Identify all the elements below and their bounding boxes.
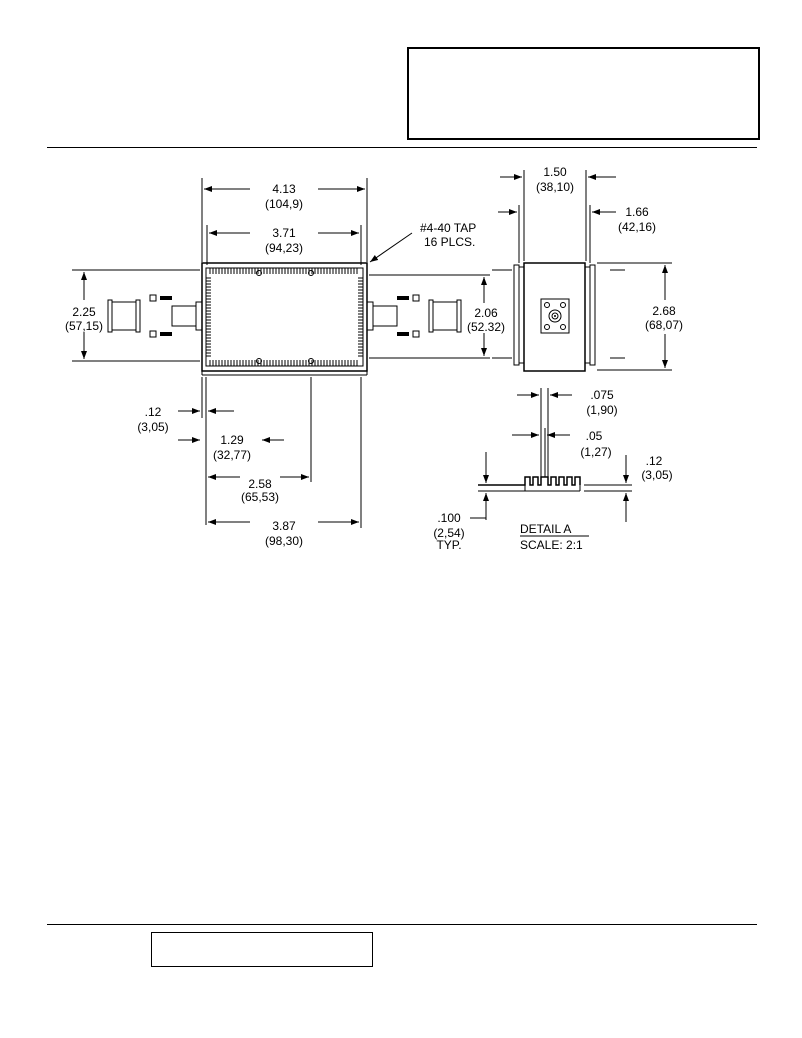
screw-hole <box>308 358 314 364</box>
dim-inner-width-in: 3.71 <box>272 226 296 240</box>
screw-hole <box>308 270 314 276</box>
fins-bottom <box>209 360 358 366</box>
front-dimensions: 4.13 (104,9) 3.71 (94,23) #4-40 TAP 16 P… <box>65 178 505 548</box>
callout-tap: #4-40 TAP <box>420 221 476 235</box>
dim-side-height-in: 2.68 <box>652 304 676 318</box>
dim-side-height-mm: (68,07) <box>645 318 683 332</box>
dim-half-span-in: 2.58 <box>248 477 272 491</box>
dim-fin-base-mm: (2,54) <box>433 526 464 540</box>
fins-right <box>358 277 363 357</box>
detail-title: DETAIL A <box>520 522 571 536</box>
dim-fin-base-in: .100 <box>437 511 461 525</box>
bottom-rule <box>47 924 757 925</box>
dim-height-right-mm: (52.32) <box>467 320 505 334</box>
dim-bottom-width-mm: (98,30) <box>265 534 303 548</box>
housing-inner <box>205 267 364 367</box>
top-rule <box>47 147 757 148</box>
connector-flange <box>540 298 570 334</box>
footer-box <box>151 932 373 967</box>
dim-side-width-mm: (38,10) <box>536 180 574 194</box>
callout-places: 16 PLCS. <box>424 235 475 249</box>
front-view <box>107 262 462 376</box>
dim-side-width-in: 1.50 <box>543 165 567 179</box>
side-dimensions: 1.50 (38,10) 1.66 (42,16) 2.68 (68,07) <box>498 165 683 371</box>
side-view <box>492 262 625 372</box>
dim-fin-gap-mm: (1,27) <box>580 445 611 459</box>
dim-side-outer-in: 1.66 <box>625 205 649 219</box>
dim-overall-width-mm: (104,9) <box>265 197 303 211</box>
dim-fin-gap-in: .05 <box>586 429 603 443</box>
dim-offset-left-in: .12 <box>145 405 162 419</box>
dim-height-left-in: 2.25 <box>72 305 96 319</box>
screw-hole <box>256 270 262 276</box>
detail-scale: SCALE: 2:1 <box>520 538 583 552</box>
dim-fin-pitch-in: .075 <box>590 388 614 402</box>
dim-half-span-mm: (65,53) <box>241 490 279 504</box>
fin-profile <box>478 476 581 486</box>
dim-fin-base-note: TYP. <box>436 538 461 552</box>
dim-center-span-mm: (32,77) <box>213 448 251 462</box>
dim-bottom-width-in: 3.87 <box>272 519 296 533</box>
fins-left <box>206 277 211 357</box>
dim-fin-height-mm: (3,05) <box>641 468 672 482</box>
right-connector <box>366 294 462 338</box>
dim-inner-width-mm: (94,23) <box>265 241 303 255</box>
dim-center-span-in: 1.29 <box>220 433 244 447</box>
dim-offset-left-mm: (3,05) <box>137 420 168 434</box>
dim-overall-width-in: 4.13 <box>272 182 296 196</box>
dim-fin-height-in: .12 <box>646 454 663 468</box>
dim-side-outer-mm: (42,16) <box>618 220 656 234</box>
dim-height-left-mm: (57,15) <box>65 319 103 333</box>
fins-top <box>209 268 358 274</box>
side-body <box>523 262 586 372</box>
dim-fin-pitch-mm: (1,90) <box>586 403 617 417</box>
title-block <box>407 47 760 140</box>
detail-a: .075 (1,90) .05 (1,27) .100 (2,54) TYP. <box>433 388 673 552</box>
housing-outline <box>201 262 368 372</box>
dim-height-right-in: 2.06 <box>474 306 498 320</box>
screw-hole <box>256 358 262 364</box>
left-connector <box>107 294 203 338</box>
